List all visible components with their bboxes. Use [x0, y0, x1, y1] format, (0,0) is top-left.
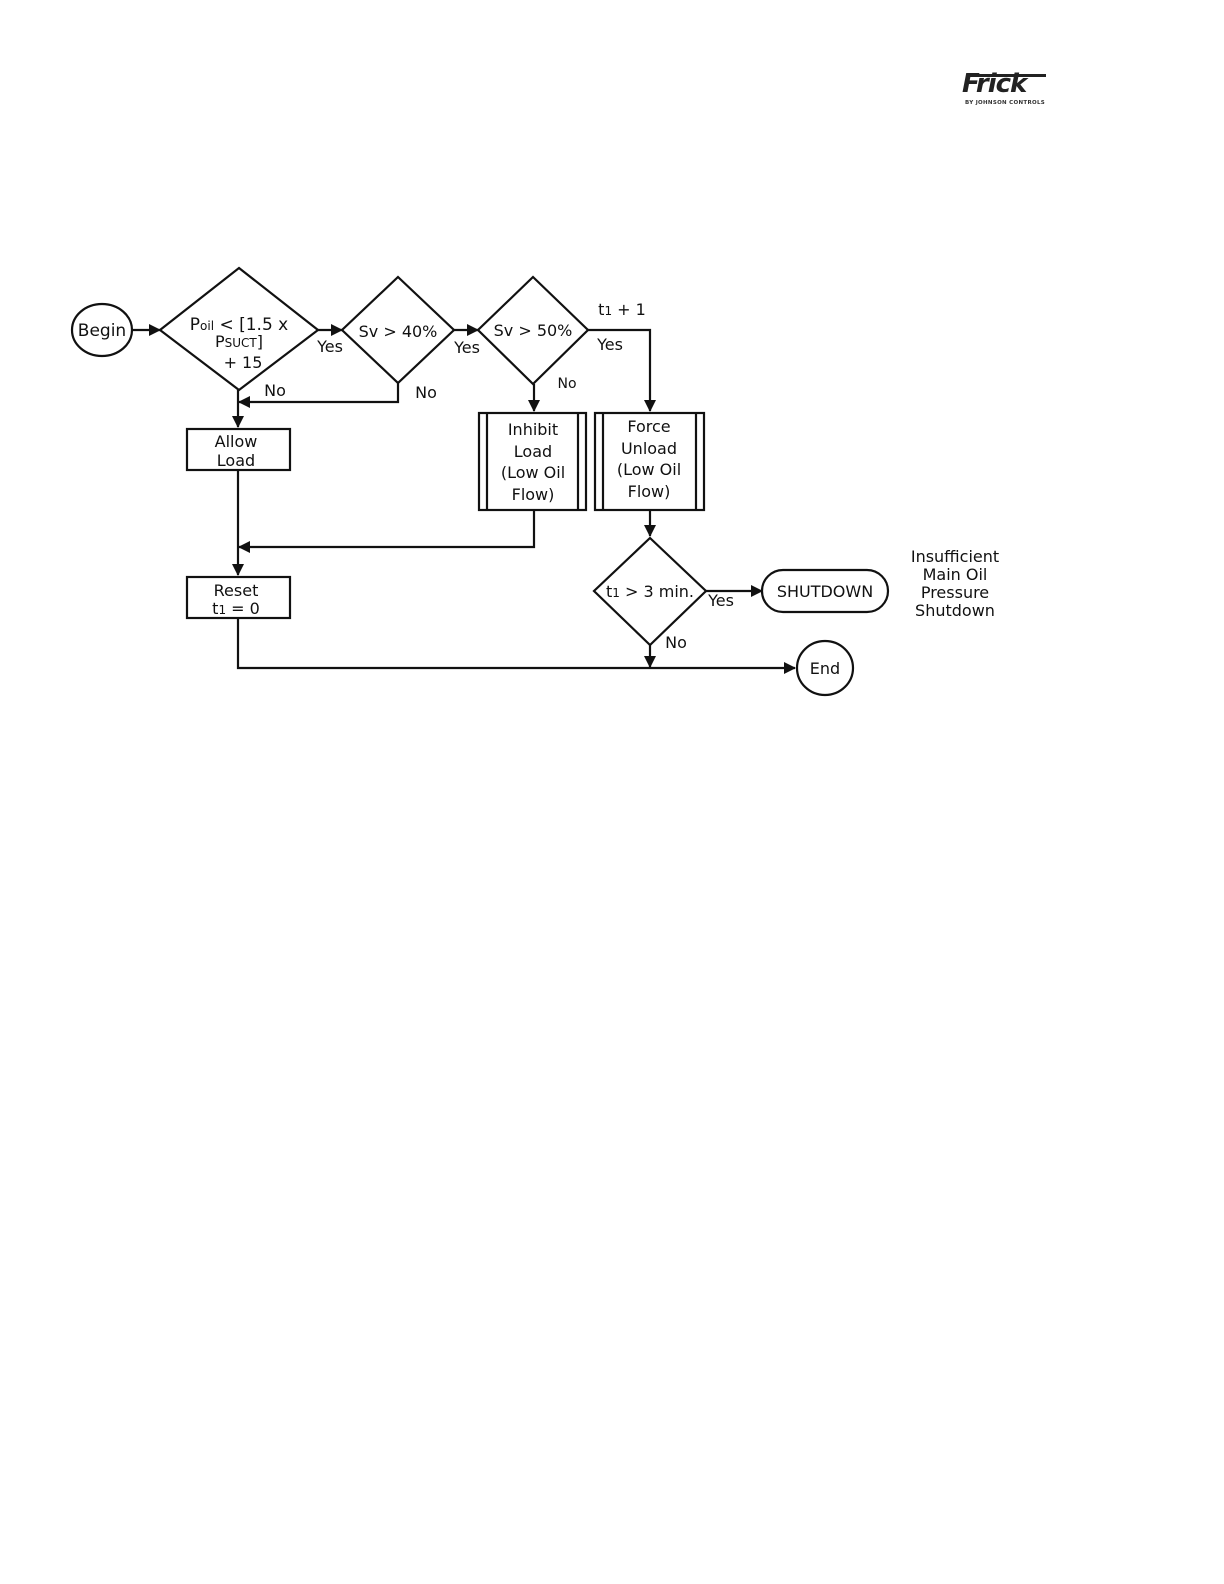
inhibit-line4: Flow)	[512, 485, 555, 504]
yes-label-d3: Yes	[596, 335, 623, 354]
decision-timer: t1 > 3 min.	[594, 538, 706, 645]
shutdown-note-line4: Shutdown	[895, 602, 1015, 620]
end-terminator: End	[797, 641, 853, 695]
decision-oil-pressure: Poil < [1.5 x PSUCT] + 15	[160, 268, 318, 390]
shutdown-note-line1: Insufficient	[895, 548, 1015, 566]
begin-terminator: Begin	[72, 304, 132, 356]
shutdown-label: SHUTDOWN	[777, 582, 873, 601]
d2-label: Sv > 40%	[359, 322, 438, 341]
d3-label: Sv > 50%	[494, 321, 573, 340]
no-label-d4: No	[665, 633, 687, 652]
force-line1: Force	[627, 417, 670, 436]
arrow-d2-no	[239, 383, 398, 402]
yes-label-d1: Yes	[316, 337, 343, 356]
timer-increment-label: t1 + 1	[598, 300, 646, 319]
force-unload-box: Force Unload (Low Oil Flow)	[595, 413, 704, 510]
yes-label-d2: Yes	[453, 338, 480, 357]
shutdown-note-line2: Main Oil	[895, 566, 1015, 584]
d4-label: t1 > 3 min.	[606, 582, 694, 601]
force-line4: Flow)	[628, 482, 671, 501]
shutdown-note-line3: Pressure	[895, 584, 1015, 602]
shutdown-terminator: SHUTDOWN	[762, 570, 888, 612]
yes-label-d4: Yes	[707, 591, 734, 610]
allow-load-box: Allow Load	[187, 429, 290, 470]
end-label: End	[810, 659, 840, 678]
begin-label: Begin	[78, 321, 126, 341]
inhibit-line2: Load	[514, 442, 552, 461]
inhibit-line1: Inhibit	[508, 420, 558, 439]
arrow-reset-to-end	[238, 618, 795, 668]
reset-box: Reset t1 = 0	[187, 577, 290, 618]
decision-sv-40: Sv > 40%	[342, 277, 454, 383]
no-label-d1: No	[264, 381, 286, 400]
arrow-inhibit-to-reset	[239, 510, 534, 547]
d1-line3: + 15	[224, 353, 263, 372]
allow-load-line2: Load	[217, 451, 255, 470]
force-line2: Unload	[621, 439, 677, 458]
reset-line1: Reset	[214, 581, 259, 600]
allow-load-line1: Allow	[215, 432, 258, 451]
shutdown-note: Insufficient Main Oil Pressure Shutdown	[895, 548, 1015, 620]
no-label-d3: No	[557, 376, 576, 392]
no-label-d2: No	[415, 383, 437, 402]
decision-sv-50: Sv > 50%	[478, 277, 588, 384]
inhibit-load-box: Inhibit Load (Low Oil Flow)	[479, 413, 586, 510]
inhibit-line3: (Low Oil	[501, 463, 565, 482]
force-line3: (Low Oil	[617, 460, 681, 479]
